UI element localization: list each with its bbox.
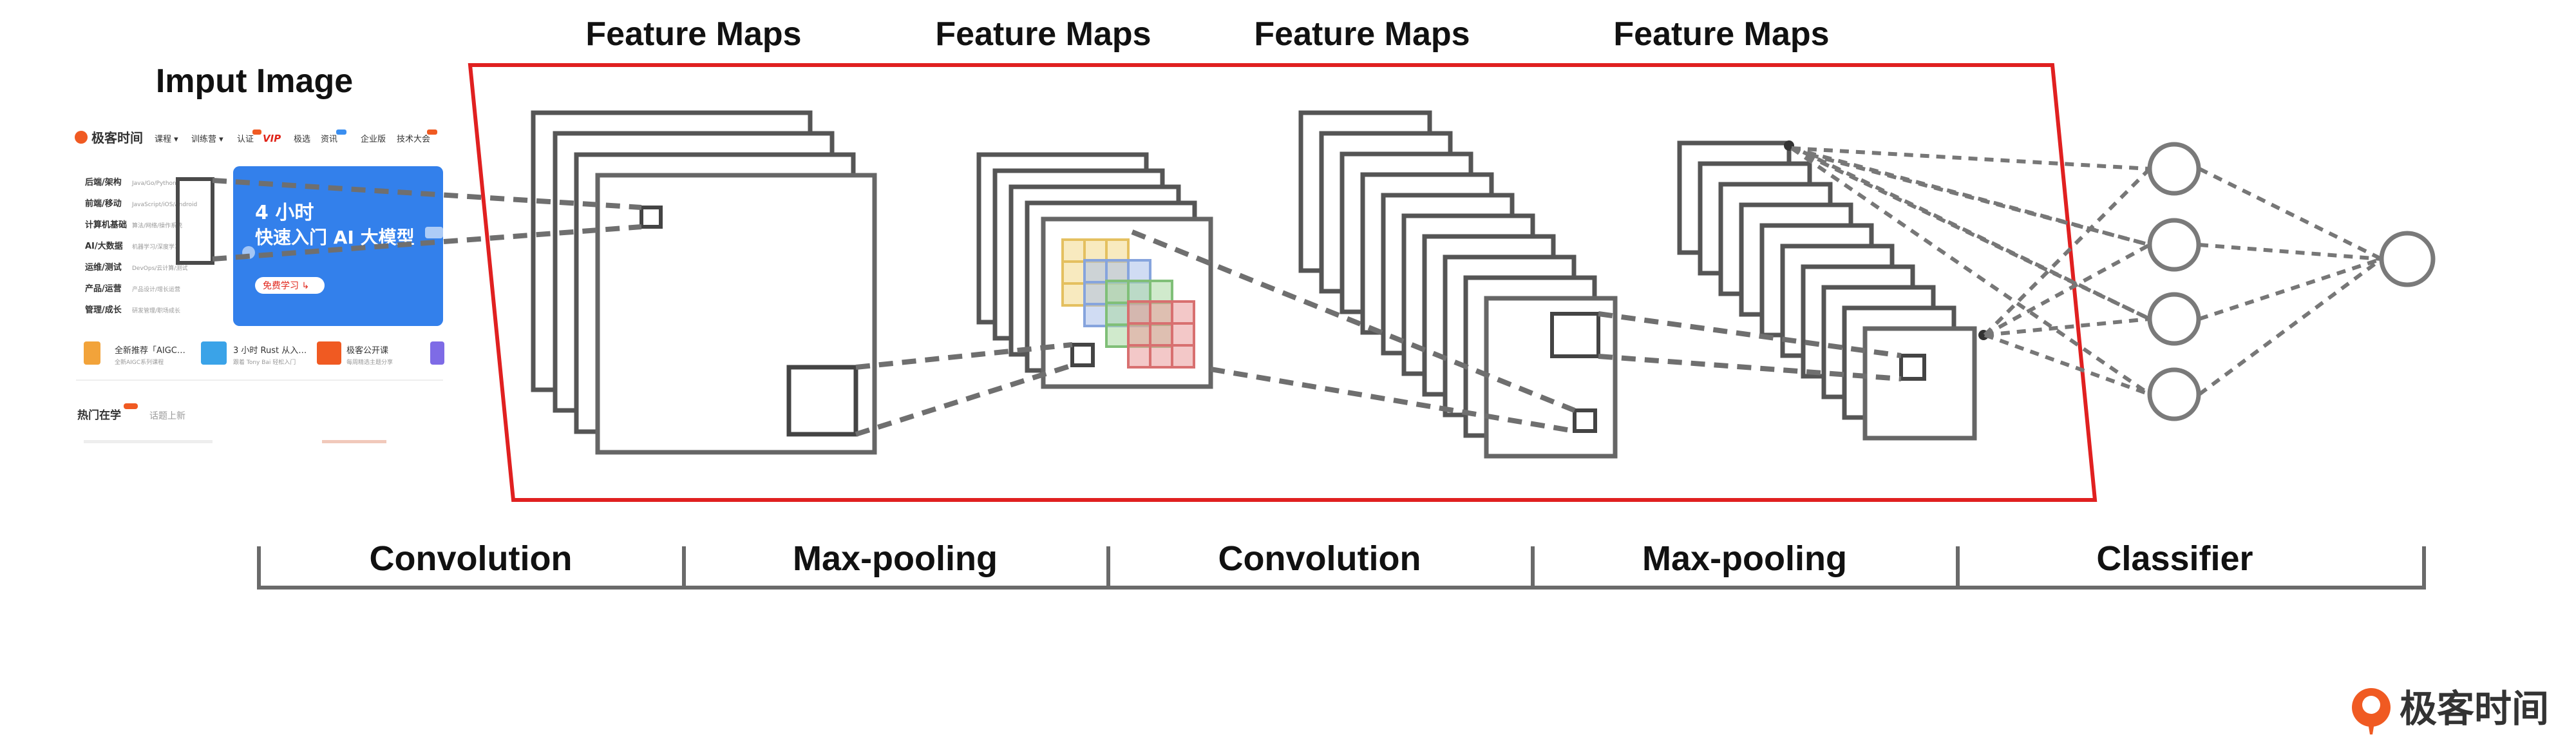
feature-maps-title-2: Feature Maps <box>935 15 1151 53</box>
card-2: 3 小时 Rust 从入… <box>233 346 307 356</box>
card-3: 极客公开课 <box>346 345 388 356</box>
card-sub: 跟着 Tony Bai 轻松入门 <box>233 358 296 366</box>
banner-line-1: 4 小时 <box>255 202 314 224</box>
hidden-node <box>2147 367 2201 421</box>
pool2-feature-maps <box>1677 140 1989 441</box>
pool2-output-cell <box>1899 354 1926 381</box>
feature-extraction-frame <box>468 63 2098 502</box>
hidden-node <box>2147 292 2201 346</box>
conv2-pool-window <box>1550 312 1600 358</box>
input-receptive-field <box>176 177 214 265</box>
feature-maps-title-1: Feature Maps <box>585 15 801 53</box>
classifier <box>1790 142 2436 421</box>
connector-line <box>2198 257 2383 396</box>
nav-item-conference: 技术大会 <box>397 135 430 144</box>
conv2-feature-maps <box>1298 110 1618 459</box>
input-image-title: Imput Image <box>156 62 353 100</box>
connector-line <box>2198 167 2383 261</box>
feature-map-front <box>1862 326 1977 441</box>
category-cs: 计算机基础 <box>85 220 127 230</box>
hidden-node <box>2147 142 2201 196</box>
card-sub: 全新AIGC系列课程 <box>115 358 164 366</box>
geektime-small-logo-icon <box>75 131 88 144</box>
feature-maps-title-3: Feature Maps <box>1254 15 1470 53</box>
nav-item-pick: 极选 <box>294 135 310 144</box>
conv1-pool-window <box>786 365 858 437</box>
connector-line <box>1791 146 2150 171</box>
geektime-logo: 极客时间 <box>2352 687 2549 734</box>
pool1-output-cell <box>1070 343 1095 367</box>
site-brand: 极客时间 <box>91 130 143 146</box>
nav-item-vip: VIP <box>263 133 281 144</box>
pool1-feature-maps <box>976 152 1213 389</box>
connector-line <box>2199 257 2382 321</box>
nav-item-enterprise: 企业版 <box>361 134 386 144</box>
logo-text: 极客时间 <box>2400 687 2549 731</box>
connector-line <box>855 363 1074 437</box>
conv2-output-cell <box>1573 408 1597 433</box>
connector-line <box>1598 311 1902 358</box>
connector-line <box>855 342 1073 370</box>
connector-line <box>1984 333 2151 396</box>
stage-label-classifier: Classifier <box>2096 539 2253 578</box>
category-hint: Java/Go/Python <box>131 180 176 187</box>
card-1: 全新推荐「AIGC… <box>115 345 185 356</box>
pool-grid-red <box>1127 300 1195 369</box>
banner-line-2: 快速入门 AI 大模型 <box>255 227 415 248</box>
stage-label-maxpool-2: Max-pooling <box>1642 539 1847 578</box>
hot-section-title: 热门在学 <box>77 408 121 422</box>
conv1-output-cell <box>639 206 663 229</box>
category-hint: 研发管理/职场成长 <box>132 307 180 314</box>
feature-map-front <box>595 173 877 455</box>
category-backend: 后端/架构 <box>85 177 122 187</box>
nav-item-news: 资讯 <box>321 135 337 144</box>
category-management: 管理/成长 <box>85 305 122 315</box>
nav-item-courses: 课程 ▾ <box>155 135 178 144</box>
nav-item-cert: 认证 <box>237 135 254 144</box>
output-node <box>2379 231 2436 287</box>
connector-line <box>1210 367 1575 434</box>
category-ai: AI/大数据 <box>85 241 123 251</box>
hot-tab: 话题上新 <box>149 411 185 421</box>
connector-line <box>1984 243 2151 337</box>
category-frontend: 前端/移动 <box>85 198 122 209</box>
feature-maps-title-4: Feature Maps <box>1613 15 1829 53</box>
stage-label-convolution-1: Convolution <box>370 539 573 578</box>
card-thumb-3 <box>317 341 341 365</box>
connector-line <box>1809 153 2150 247</box>
card-sub: 每周精选主题分享 <box>346 358 393 366</box>
card-thumb-1 <box>84 341 100 365</box>
connector-line <box>212 178 642 210</box>
category-ops: 运维/测试 <box>85 262 122 273</box>
nav-item-camp: 训练营 ▾ <box>191 135 223 144</box>
connector-line <box>1131 229 1576 413</box>
category-hint: JavaScript/iOS/Android <box>131 202 197 208</box>
category-hint: 机器学习/深度学习 <box>132 243 180 251</box>
connector-line <box>2199 243 2382 261</box>
connector-line <box>1984 317 2150 337</box>
stage-label-maxpool-1: Max-pooling <box>793 539 998 578</box>
connector-line <box>212 224 642 262</box>
category-hint: 算法/网络/操作系统 <box>132 222 182 229</box>
category-hint: DevOps/云计算/测试 <box>132 264 187 272</box>
connector-line <box>1790 146 2151 396</box>
conv1-feature-maps <box>531 110 877 455</box>
category-hint: 产品设计/增长运营 <box>132 285 180 293</box>
banner-button: 免费学习 ↳ <box>263 281 309 291</box>
connector-line <box>1983 167 2152 337</box>
stage-label-convolution-2: Convolution <box>1218 539 1421 578</box>
card-thumb-2 <box>201 341 227 365</box>
category-list: 后端/架构 Java/Go/Python 前端/移动 JavaScript/iO… <box>85 177 197 315</box>
connector-line <box>1598 354 1902 381</box>
geektime-logo-icon <box>2352 688 2391 734</box>
category-product: 产品/运营 <box>85 283 122 294</box>
input-image: 极客时间 课程 ▾ 训练营 ▾ 认证 VIP 极选 资讯 企业版 技术大会 后端… <box>74 116 444 443</box>
stage-bracket <box>257 546 2426 590</box>
hidden-node <box>2147 218 2201 272</box>
